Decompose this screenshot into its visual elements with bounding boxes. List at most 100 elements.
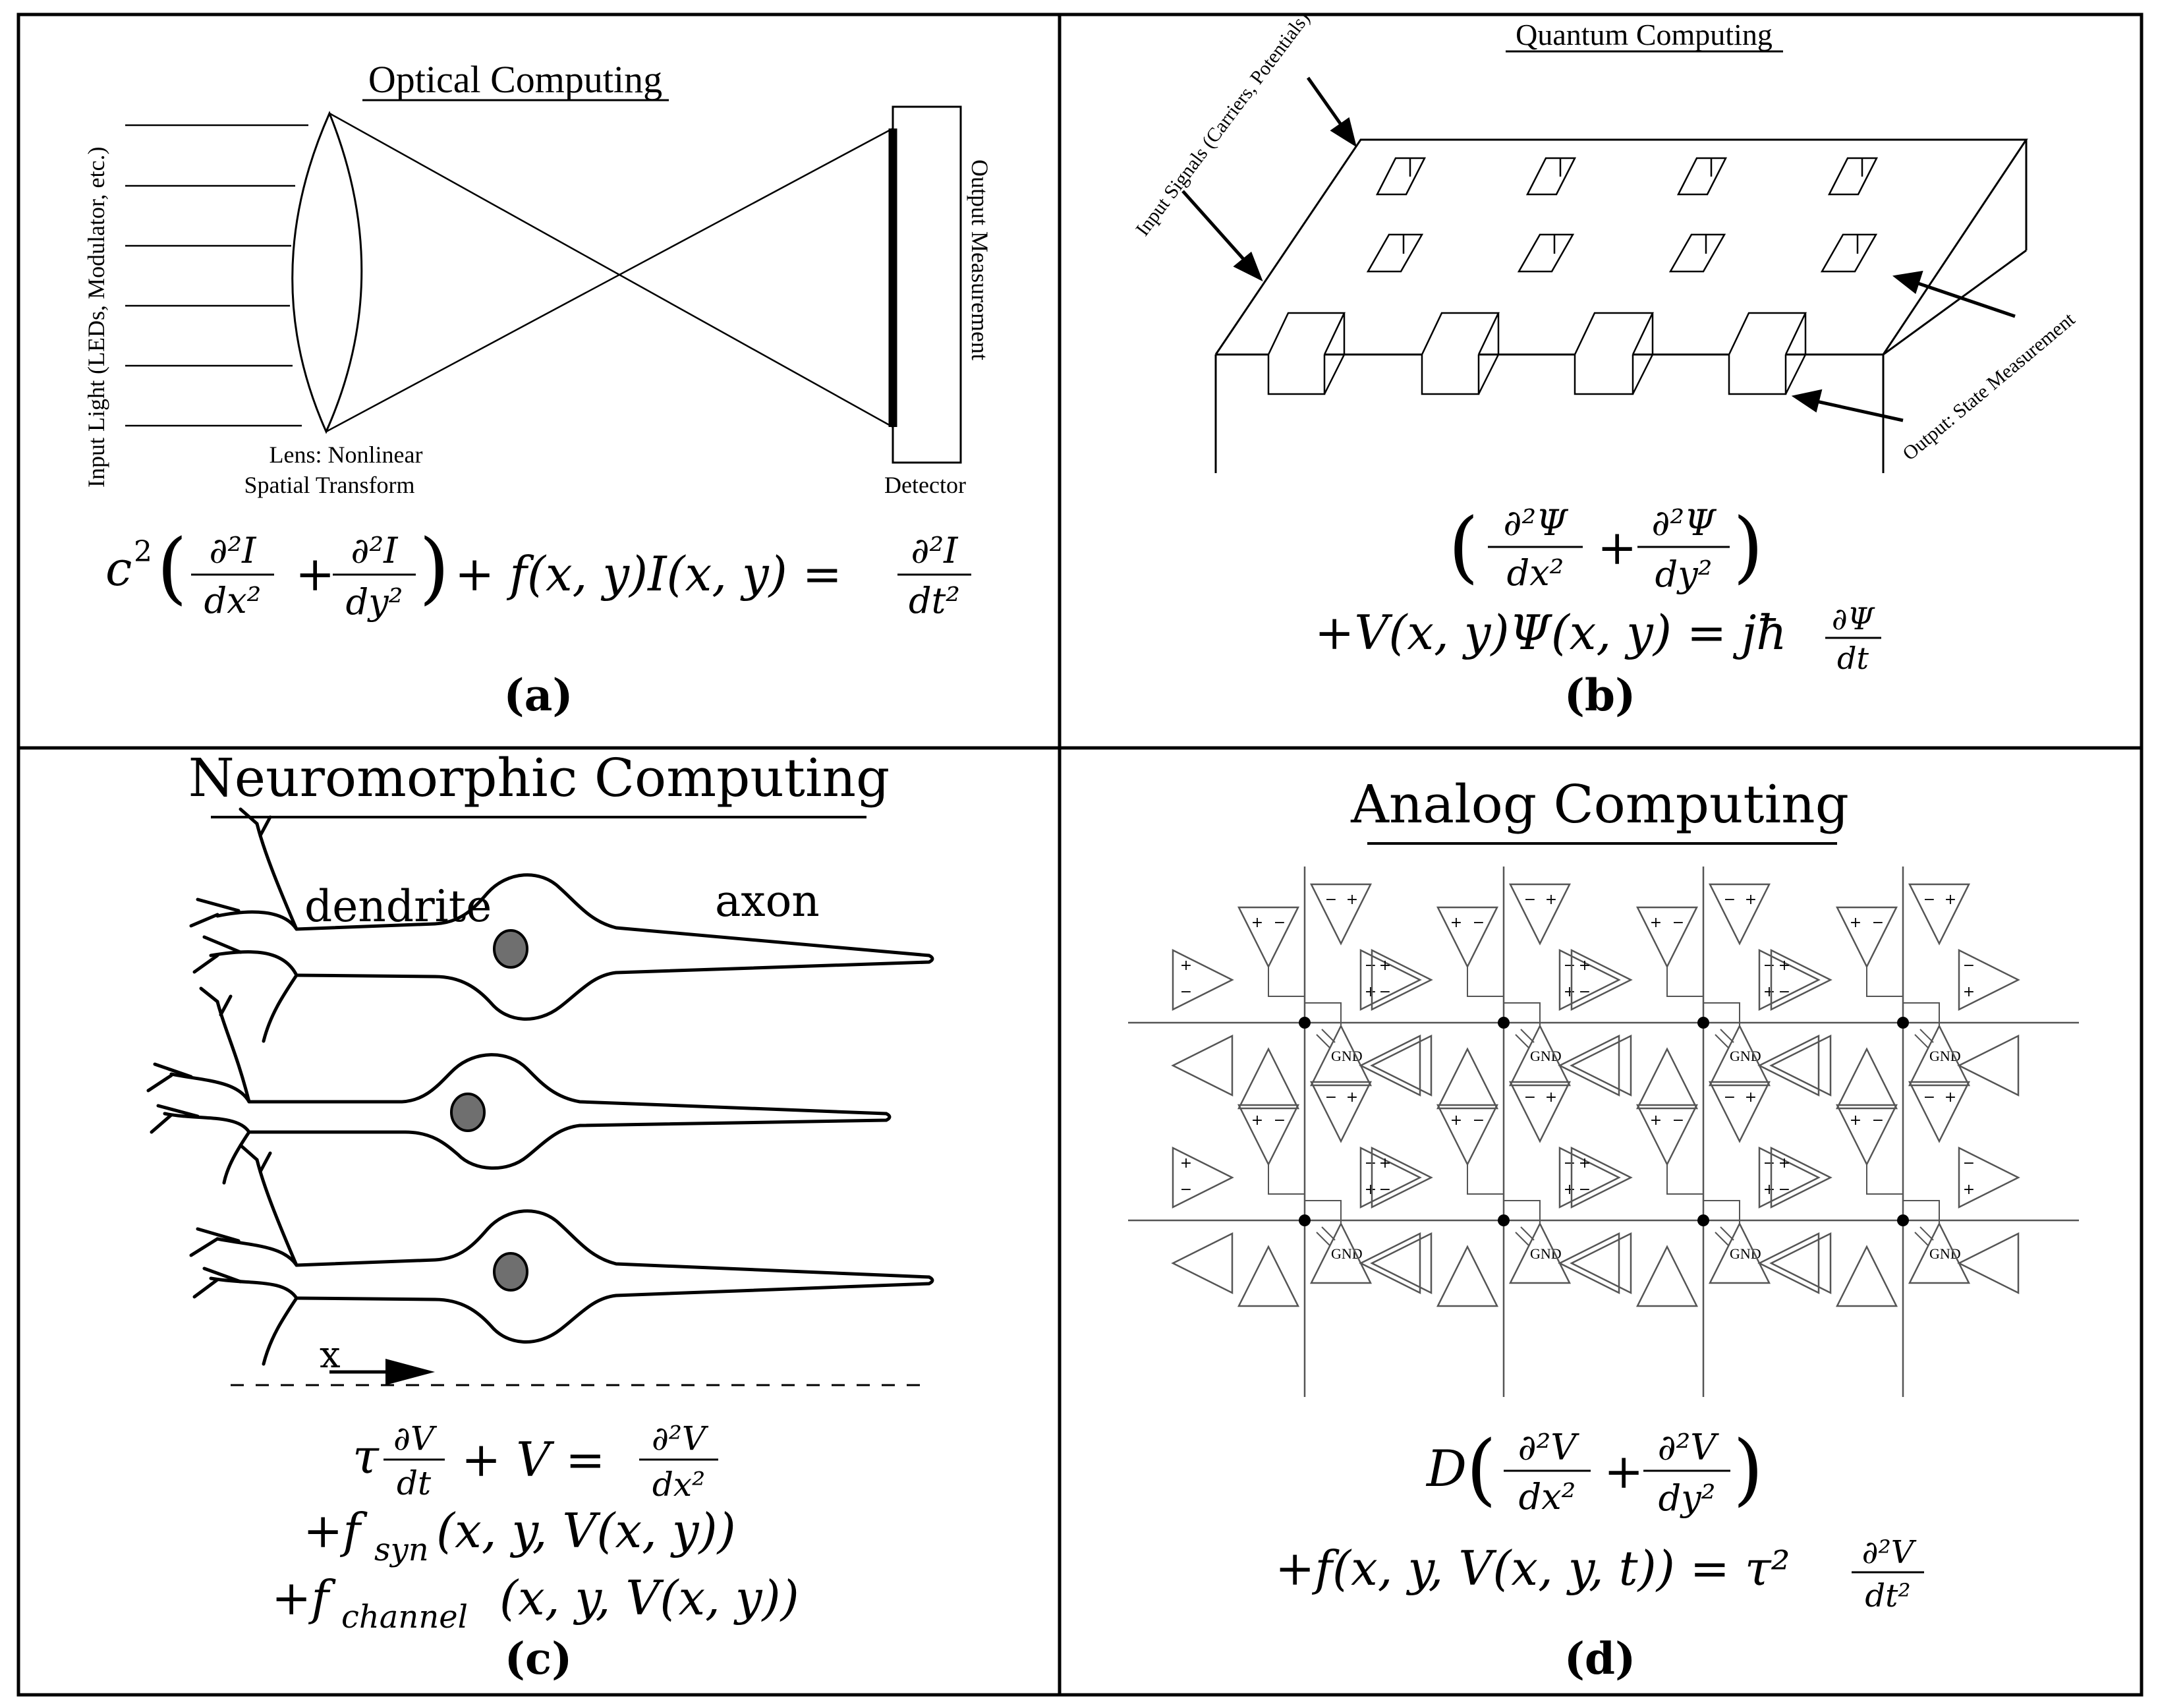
feedback-down-1-1 [1305,1002,1342,1026]
opamp-plus-1-1: + [1251,915,1263,931]
opamp-left-a-1-3 [1570,948,1633,1011]
feedback-up-2-2 [1467,1164,1504,1195]
neuromorphic-title: Neuromorphic Computing [188,747,890,809]
opamp-down-b-2-1 [1309,1222,1373,1284]
panel-analog: Analog Computing GND+−−++−−+GND+−−++−−+G… [1128,774,2079,1684]
opamp-left-a-1-2 [1371,948,1433,1011]
opamp-right-a-1-3 [1758,948,1821,1011]
quantum-title: Quantum Computing [1516,18,1773,51]
opamp-minus-b-1-1: − [1325,892,1337,908]
detector-box [892,105,962,464]
opamp-minus-c-2-4: − [1778,1181,1790,1198]
eq-a-f1-num: ∂²I [210,530,258,571]
opamp-minus-c-1-4: − [1778,984,1790,1000]
opamp-minus-2-3: − [1672,1112,1684,1129]
eq-b-f2-num: ∂²Ψ [1652,502,1718,544]
feedback-up-1-1 [1268,967,1305,997]
opamp-left-a-2-3 [1570,1146,1633,1209]
eq-d-f1-den: dx² [1519,1476,1576,1518]
opamp-right-b-1-1 [1359,1034,1421,1097]
eq-a-rparen: ) [419,522,449,613]
opamp-right-b-1-2 [1558,1034,1620,1097]
gnd-label-1-2: GND [1530,1048,1562,1064]
opamp-right-b-2-4 [1957,1232,2020,1295]
eq-b-f3-den: dt [1837,640,1869,676]
optical-title: Optical Computing [368,58,662,101]
gnd-label-1-3: GND [1730,1048,1761,1064]
caption-d: (d) [1564,1633,1636,1684]
gnd-label-2-4: GND [1929,1245,1961,1262]
opamp-down-a-1-2 [1436,1047,1499,1110]
opamp-plus-b-2-2: + [1545,1089,1557,1106]
opamp-plus-2-4: + [1850,1112,1861,1129]
eq-a-f3-num: ∂²I [911,530,959,571]
eq-a-rest: + f(x, y)I(x, y) = [455,546,842,602]
opamp-up-b-2-2 [1508,1081,1572,1143]
eq-b-f2-den: dy² [1655,554,1713,595]
opamp-minus-1-2: − [1473,915,1485,931]
opamp-minus-2-2: − [1473,1112,1485,1129]
opamp-right-b-1-4 [1957,1034,2020,1097]
opamp-minus-d-1-2: − [1564,957,1576,974]
eq-a-f2-den: dy² [346,581,403,623]
opamp-right-a-1-4 [1958,948,2020,1011]
opamp-right-a-1-1 [1359,948,1422,1011]
opamp-right-b-1-3 [1757,1034,1820,1097]
neuromorphic-equation: τ ∂V dt + V = ∂²V dx² +f syn (x, y, V(x,… [271,1419,799,1636]
capacitor-plate-b-2-3 [1720,1226,1734,1241]
opamp-up-a-2-4 [1835,1104,1898,1166]
panel-optical: Optical Computing Input Light (LEDs, Mod… [83,58,993,721]
panel-quantum: Quantum Computing [1131,8,2080,721]
opamp-minus-b-1-2: − [1524,892,1536,908]
eq-b-f3-num: ∂Ψ [1832,601,1875,637]
opamp-up-b-2-1 [1309,1081,1373,1143]
opamp-minus-b-1-3: − [1724,892,1736,908]
output-arrow-2-head [1791,389,1823,413]
opamp-left-b-1-3 [1570,1034,1632,1097]
circuit-node-2-4 [1897,1214,1909,1226]
quantum-input-label: Input Signals (Carriers, Potentials) [1131,8,1314,241]
opamp-up-a-1-4 [1835,906,1898,969]
eq-c-line3: +f [271,1570,336,1626]
eq-c-f2-num: ∂²V [652,1419,709,1458]
input-light-label: Input Light (LEDs, Modulator, etc.) [83,147,109,488]
eq-b-rparen: ) [1733,501,1763,592]
opamp-plus-b-2-3: + [1745,1089,1757,1106]
gnd-label-2-2: GND [1530,1245,1562,1262]
eq-a-plus: + [295,546,335,602]
input-arrow-1 [1181,190,1250,266]
x-arrow-head [385,1359,435,1385]
opamp-plus-1-3: + [1650,915,1662,931]
neuron-2 [146,986,892,1185]
opamp-minus-b-2-4: − [1923,1089,1935,1106]
opamp-plus-c-1-1: + [1180,957,1192,974]
lens-label-line1: Lens: Nonlinear [270,441,423,468]
opamp-right-a-1-2 [1558,948,1621,1011]
opamp-left-b-2-1 [1171,1232,1234,1295]
opamp-plus-d-2-1: + [1365,1181,1377,1198]
opamp-down-a-2-2 [1436,1245,1499,1307]
optical-equation: c 2 ( ∂²I dx² + ∂²I dy² ) + f(x, y)I(x, … [105,522,971,623]
opamp-plus-b-1-4: + [1945,892,1956,908]
opamp-up-b-2-3 [1708,1081,1771,1143]
eq-c-line2-rest: (x, y, V(x, y)) [436,1503,736,1558]
opamp-plus-2-3: + [1650,1112,1662,1129]
feedback-down-2-1 [1305,1200,1342,1224]
opamp-left-b-2-3 [1570,1232,1632,1295]
opamp-minus-d-2-1: − [1365,1155,1377,1172]
opamp-minus-b-2-2: − [1524,1089,1536,1106]
opamp-plus-c-1-4: + [1778,957,1790,974]
eq-d-f2-den: dy² [1659,1477,1716,1519]
opamp-plus-c-2-3: + [1579,1155,1591,1172]
circuit-node-2-1 [1299,1214,1311,1226]
opamp-left-a-2-4 [1770,1146,1832,1209]
eq-b-f1-num: ∂²Ψ [1504,502,1570,544]
opamp-plus-c-2-1: + [1180,1155,1192,1172]
capacitor-plate-b-1-4 [1919,1029,1934,1043]
feedback-down-1-4 [1903,1002,1940,1026]
capacitor-plate-a-1-2 [1515,1034,1529,1048]
opamp-minus-2-4: − [1872,1112,1884,1129]
caption-c: (c) [505,1633,573,1684]
quantum-slab [1214,138,2028,473]
eq-b-lparen: ( [1448,501,1479,592]
